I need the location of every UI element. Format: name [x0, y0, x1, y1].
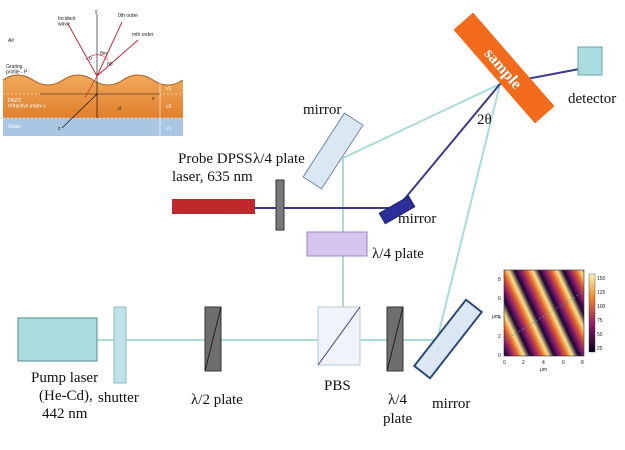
afm-x-tick: 4: [542, 360, 545, 366]
quarter-plate-middle-label: λ/4 plate: [372, 246, 424, 262]
grating-nu2: ν2: [166, 104, 172, 110]
grating-theta-0: θ0: [107, 62, 113, 68]
afm-x-ticks: 0 2 4 6 8: [503, 360, 584, 366]
afm-cbar-tick: 150: [597, 276, 606, 282]
quarter-plate-upper-label: λ/4 plate: [253, 151, 305, 167]
pump-laser: [17, 317, 98, 362]
quarter-plate-lower: [386, 306, 404, 372]
grating-z-axis: z: [58, 126, 61, 132]
mirror-lower: [412, 298, 484, 380]
probe-laser-label-1: Probe DPSS: [178, 151, 253, 167]
afm-y-tick: 8: [498, 277, 501, 283]
sample: sample: [453, 12, 555, 124]
grating-nu1: ν1: [166, 86, 172, 92]
quarter-plate-lower-label-1: λ/4: [388, 392, 407, 408]
quarter-plate-upper: [275, 179, 285, 231]
mirror-upper: [302, 112, 364, 190]
pump-laser-label-3: 442 nm: [42, 406, 88, 422]
afm-cbar-tick: 75: [597, 318, 603, 324]
beam-mirror-to-sample: [342, 83, 501, 159]
probe-laser-label-2: laser, 635 nm: [172, 169, 253, 185]
afm-x-tick: 6: [562, 360, 565, 366]
mirror-middle-label: mirror: [398, 211, 436, 227]
grating-x-axis: x: [152, 96, 155, 102]
grating-m-order-label: mth order: [132, 32, 154, 38]
mirror-lower-label: mirror: [432, 396, 470, 412]
grating-y-axis: y: [95, 9, 98, 15]
angle-label: 2θ: [477, 112, 492, 128]
grating-air-label: Air: [8, 38, 14, 44]
half-plate-label: λ/2 plate: [191, 392, 243, 408]
afm-y-unit: μm: [492, 314, 499, 320]
afm-x-tick: 8: [581, 360, 584, 366]
afm-cbar-tick: 50: [597, 332, 603, 338]
afm-y-ticks: 8 6 4 2 0: [498, 277, 501, 359]
afm-cbar-tick: 25: [597, 346, 603, 352]
grating-d-label: d: [118, 106, 121, 112]
afm-x-unit: μm: [540, 367, 547, 373]
grating-glass-label: Glass: [8, 124, 21, 130]
pump-laser-label-1: Pump laser: [31, 370, 98, 386]
shutter-label: shutter: [98, 390, 139, 406]
afm-y-tick: 6: [498, 296, 501, 302]
grating-theta: θ: [89, 56, 92, 62]
afm-y-tick: 2: [498, 334, 501, 340]
mirror-upper-label: mirror: [303, 102, 341, 118]
pbs-cube: [317, 306, 361, 366]
afm-colorbar-ticks: 150 125 100 75 50 25: [597, 276, 606, 352]
afm-y-tick: 4: [498, 315, 501, 321]
detector-label: detector: [568, 91, 616, 107]
half-plate: [204, 306, 222, 372]
grating-nu3: ν3: [166, 126, 172, 132]
quarter-plate-middle: [306, 231, 368, 257]
shutter: [113, 306, 127, 384]
pump-laser-label-2: (He-Cd),: [39, 388, 93, 404]
probe-beam-paths: [255, 66, 591, 209]
pbs-label: PBS: [324, 378, 351, 394]
grating-theta-m: θm: [100, 51, 107, 57]
detector: [577, 46, 603, 76]
grating-zero-order-label: 0th order: [118, 13, 138, 19]
afm-inset: 8 6 4 2 0 μm 0 2 4 6 8 μm 150 125 100 75…: [492, 269, 606, 373]
mirror-middle: [378, 195, 416, 225]
pump-beam-to-sample: [436, 83, 501, 341]
probe-beam-to-sample: [396, 83, 501, 209]
probe-laser: [172, 199, 255, 214]
afm-cbar-tick: 125: [597, 290, 606, 296]
quarter-plate-lower-label-2: plate: [383, 411, 412, 427]
afm-x-tick: 0: [503, 360, 506, 366]
afm-x-tick: 2: [522, 360, 525, 366]
afm-cbar-tick: 100: [597, 304, 606, 310]
afm-y-tick: 0: [498, 353, 501, 359]
